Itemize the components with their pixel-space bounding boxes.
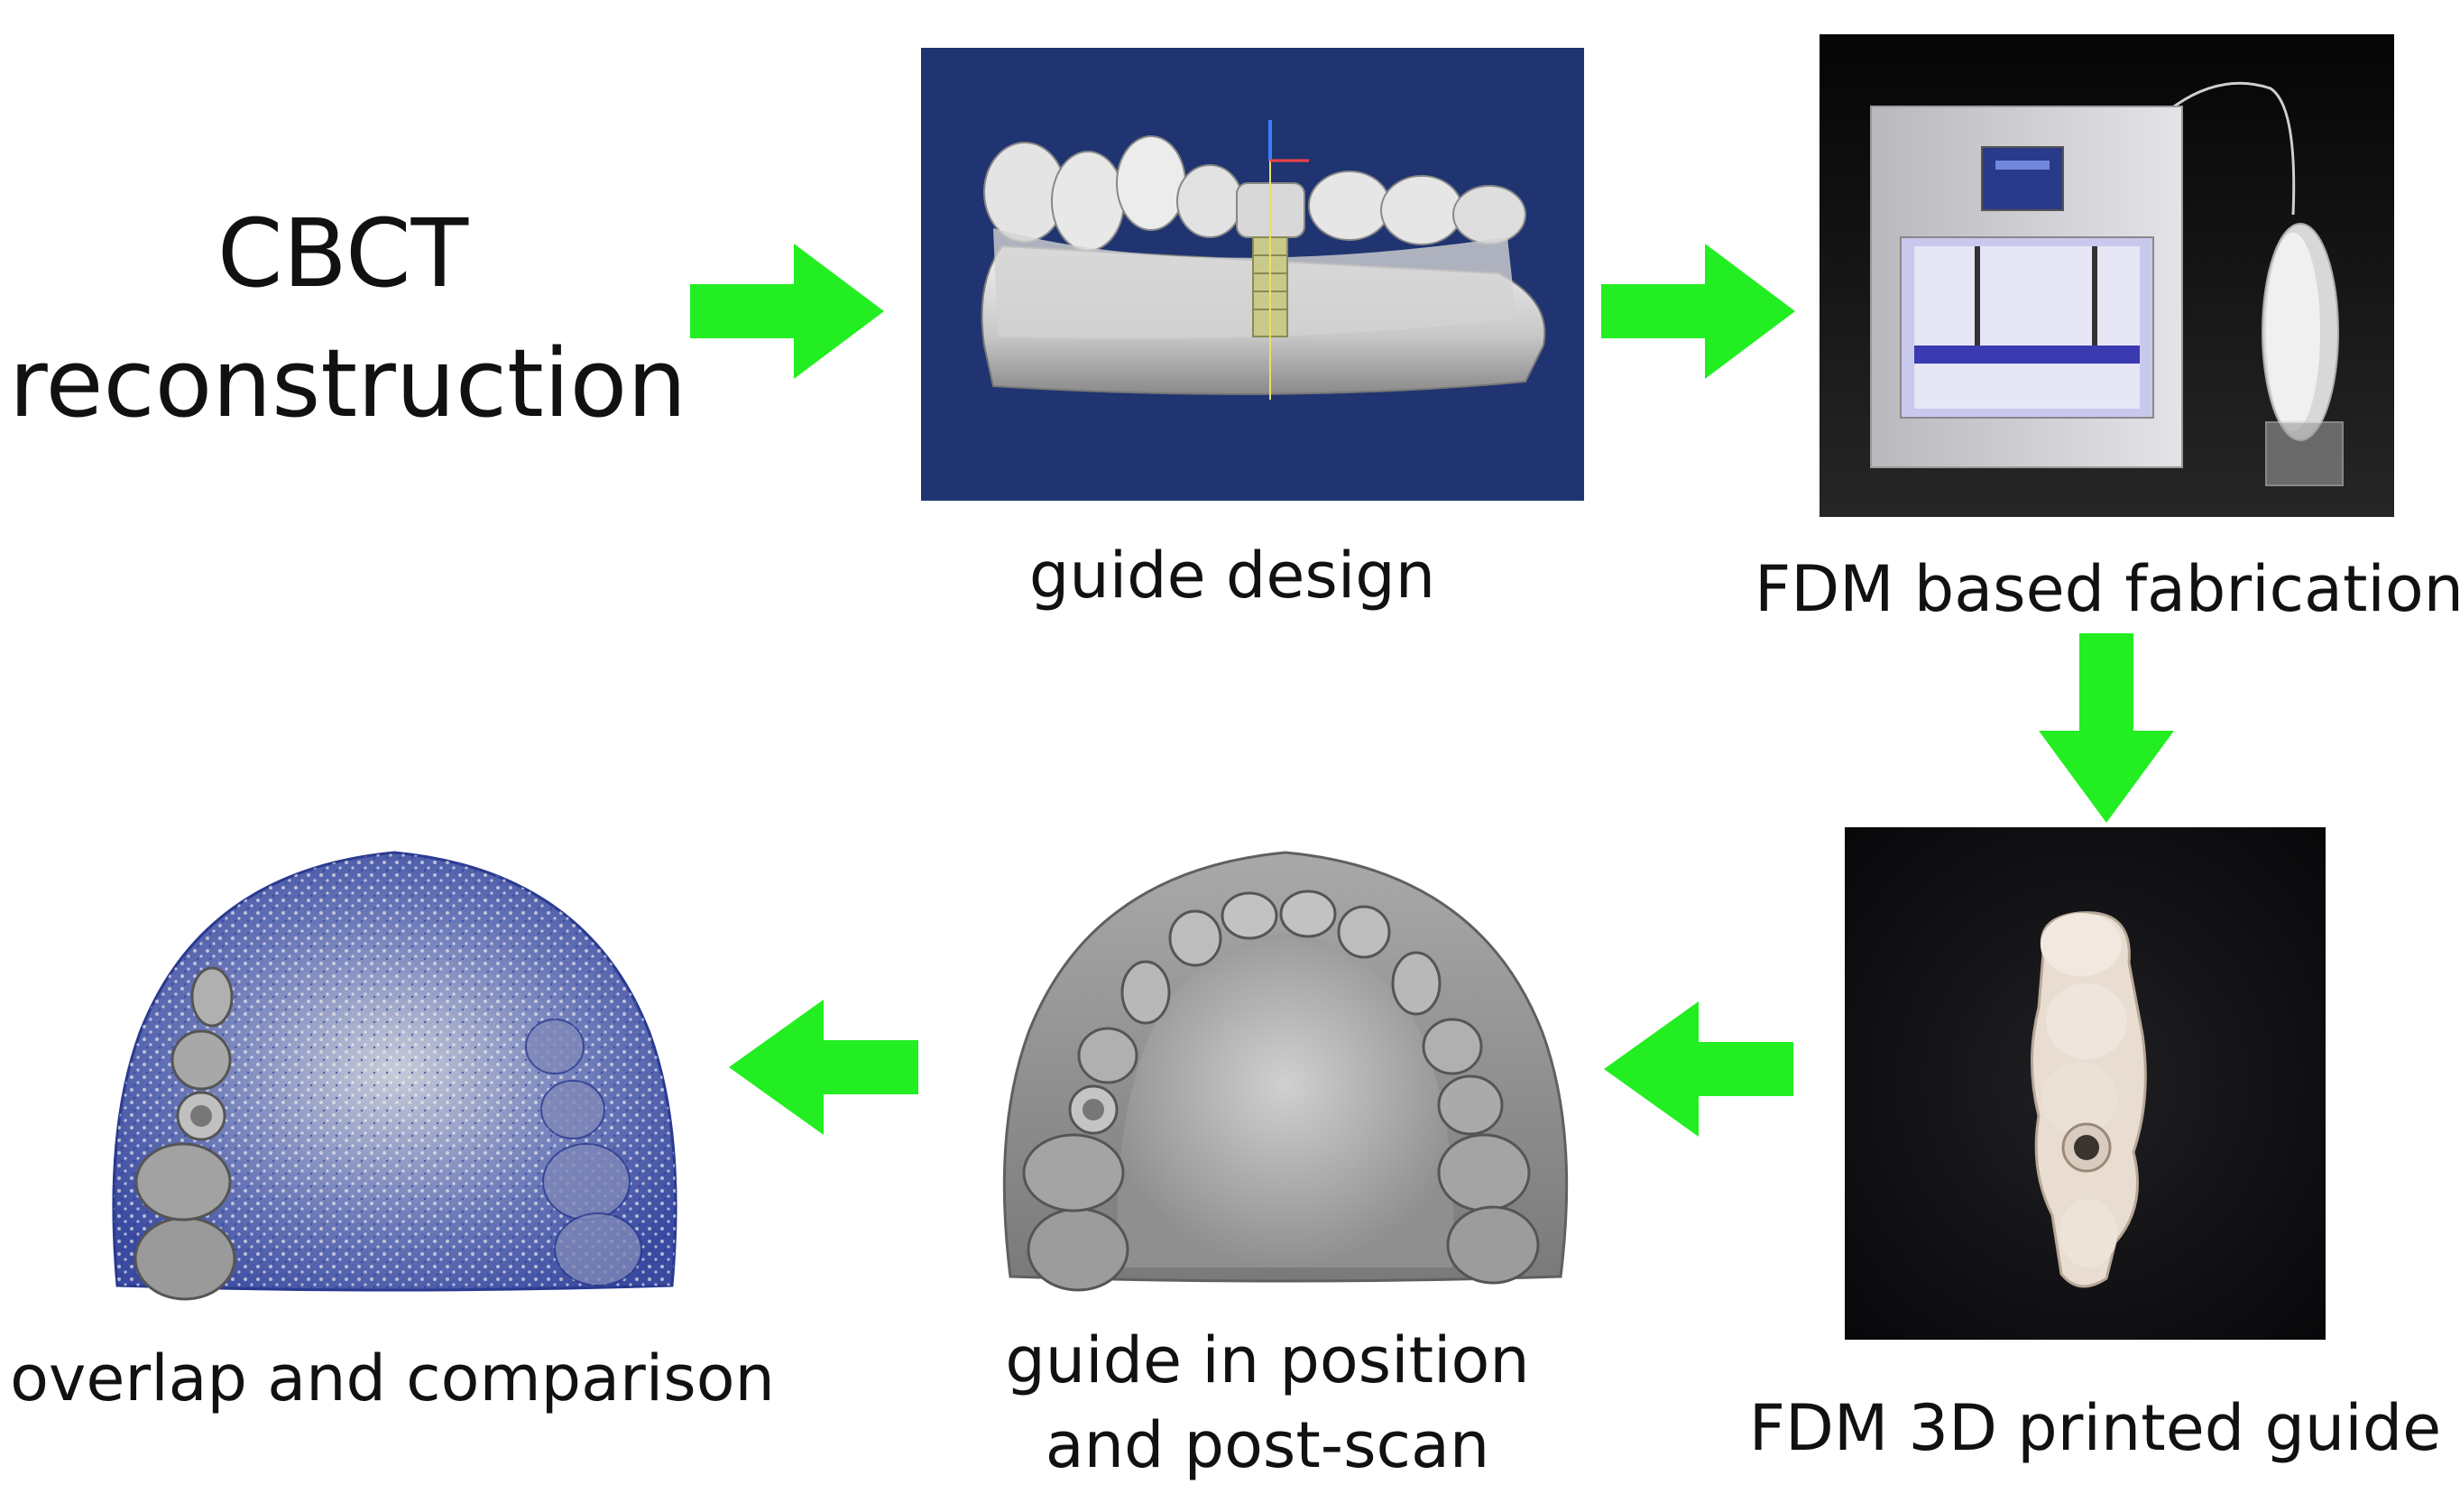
fdm-fabrication-label: FDM based fabrication xyxy=(1755,552,2460,626)
cbct-line2: reconstruction xyxy=(9,327,687,438)
arrow-left-icon xyxy=(1604,1001,1793,1137)
arrow-down-icon xyxy=(2039,633,2174,823)
fdm-printed-guide-image xyxy=(1845,827,2326,1340)
guide-design-image xyxy=(921,48,1584,501)
overlap-comparison-image xyxy=(104,834,686,1308)
arrow-right-icon xyxy=(690,244,884,379)
step-cbct-reconstruction: CBCT reconstruction xyxy=(9,189,687,448)
guide-in-position-scan-image xyxy=(992,834,1579,1304)
fdm-printer-image xyxy=(1820,34,2394,517)
fdm-printed-guide-label: FDM 3D printed guide xyxy=(1748,1391,2442,1465)
guide-design-label: guide design xyxy=(1028,539,1436,613)
arrow-left-icon xyxy=(729,1000,918,1135)
guide-in-position-line1: guide in position xyxy=(1005,1323,1530,1397)
overlap-comparison-label: overlap and comparison xyxy=(10,1341,775,1415)
guide-in-position-line2: and post-scan xyxy=(1045,1407,1490,1482)
arrow-right-icon xyxy=(1601,244,1795,379)
cbct-line1: CBCT xyxy=(217,198,469,309)
guide-in-position-label: guide in position and post-scan xyxy=(974,1319,1561,1489)
